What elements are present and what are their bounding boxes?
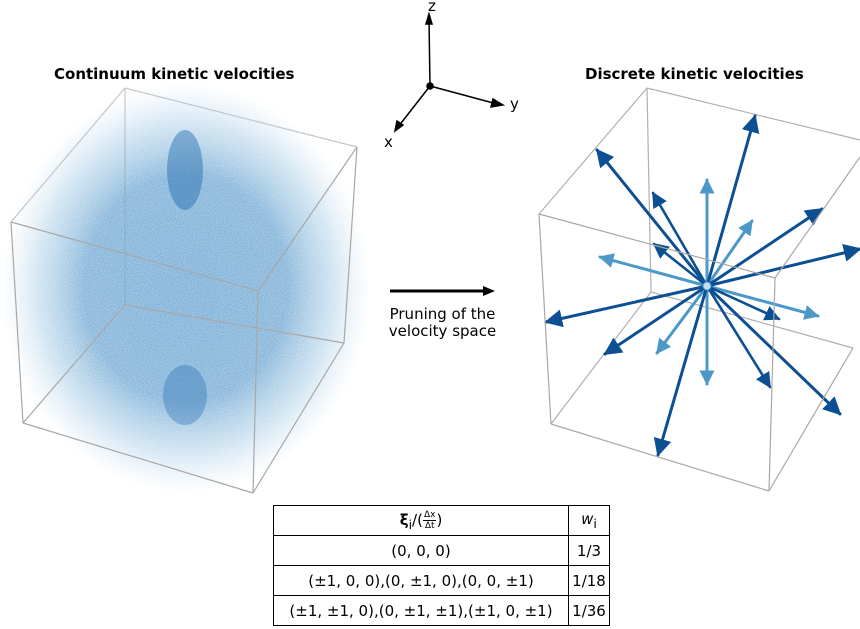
weight-cell: 1/18 <box>568 565 610 596</box>
vector-diagonal <box>653 284 709 457</box>
vector-diagonal <box>705 207 824 288</box>
vector-plus-y <box>705 284 820 320</box>
table-row: (±1, 0, 0),(0, ±1, 0),(0, 0, ±1) 1/18 <box>273 565 610 596</box>
y-axis-line <box>429 85 498 105</box>
vector-minus-x <box>705 219 754 288</box>
x-axis-label: x <box>384 133 393 151</box>
continuum-cube-front <box>10 146 358 494</box>
continuum-title: Continuum kinetic velocities <box>54 65 295 83</box>
vector-plus-x <box>655 284 709 355</box>
weight-cell: 1/36 <box>568 595 610 626</box>
z-axis-arrowhead <box>424 11 434 25</box>
velocity-cell: (±1, 0, 0),(0, ±1, 0),(0, 0, ±1) <box>273 565 569 596</box>
table-row: (0, 0, 0) 1/3 <box>273 535 610 566</box>
vector-diagonal <box>652 242 709 288</box>
xi-symbol: ξ <box>399 510 409 529</box>
caption-line-1: Pruning of the <box>389 305 496 323</box>
discrete-cube-front <box>538 156 860 492</box>
vector-diagonal <box>603 284 709 356</box>
vector-diagonal <box>705 284 772 389</box>
discrete-title: Discrete kinetic velocities <box>585 65 804 83</box>
z-axis-label: z <box>428 0 436 15</box>
fraction-denominator: Δt <box>424 520 435 531</box>
pruning-caption: Pruning of the velocity space <box>380 306 505 340</box>
vector-diagonal <box>705 114 760 288</box>
z-axis-line <box>428 19 431 87</box>
header-weight: wi <box>568 505 610 536</box>
y-axis-label: y <box>510 95 519 113</box>
discrete-cube-back <box>538 87 860 425</box>
fraction-numerator: Δx <box>422 509 437 521</box>
vector-minus-y <box>598 253 709 288</box>
velocity-cell: (0, 0, 0) <box>273 535 569 566</box>
header-slash: / <box>412 510 418 529</box>
x-axis-arrowhead <box>393 119 405 133</box>
vector-diagonal <box>705 284 781 321</box>
w-symbol: w <box>581 510 594 528</box>
vector-diagonal <box>544 284 709 328</box>
weight-cell: 1/3 <box>568 535 610 566</box>
rest-velocity-point <box>702 281 712 291</box>
vector-diagonal <box>595 148 709 288</box>
triad-origin <box>426 82 434 90</box>
velocity-cloud <box>1 83 371 493</box>
table-row: (±1, ±1, 0),(0, ±1, ±1),(±1, 0, ±1) 1/36 <box>273 595 610 626</box>
vector-diagonal <box>705 244 860 288</box>
velocity-cell: (±1, ±1, 0),(0, ±1, ±1),(±1, 0, ±1) <box>273 595 569 626</box>
caption-line-2: velocity space <box>388 322 497 340</box>
w-subscript: i <box>593 516 597 531</box>
y-axis-arrowhead <box>489 97 506 108</box>
xi-subscript: i <box>408 516 413 532</box>
vector-diagonal <box>651 191 709 288</box>
x-axis-line <box>397 85 431 128</box>
velocity-vectors <box>544 114 860 457</box>
